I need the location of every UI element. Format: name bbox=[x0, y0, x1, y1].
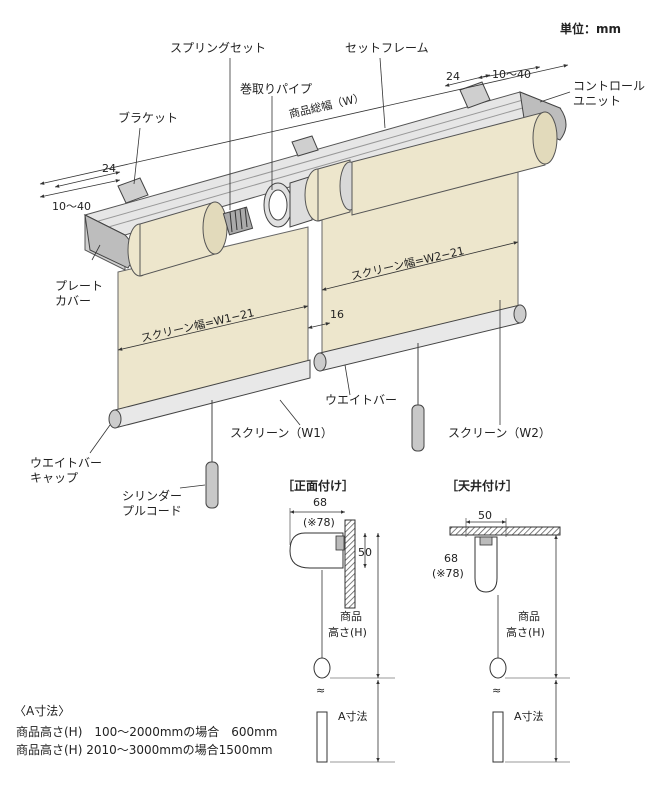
svg-text:≈: ≈ bbox=[492, 684, 501, 697]
label-dim-24-right: 24 bbox=[446, 70, 460, 83]
label-weight-bar: ウエイトバー bbox=[325, 393, 397, 407]
a-dim-note-line1: 商品高さ(H) 100〜2000mmの場合 600mm bbox=[16, 724, 278, 739]
label-dim-24-left: 24 bbox=[102, 162, 116, 175]
main-assembly bbox=[39, 57, 571, 509]
ceiling-mount-width: 50 bbox=[478, 509, 492, 522]
unit-note: 単位：mm bbox=[560, 21, 621, 36]
ceiling-mount-a-dim: A寸法 bbox=[514, 709, 544, 723]
front-mount-height: 50 bbox=[358, 546, 372, 559]
front-mount-title: ［正面付け］ bbox=[282, 478, 354, 493]
ceiling-mount-title: ［天井付け］ bbox=[446, 478, 518, 493]
front-mount-depth: 68 bbox=[313, 496, 327, 509]
a-dim-note-line2: 商品高さ(H) 2010〜3000mmの場合1500mm bbox=[16, 742, 273, 757]
label-weight-bar-cap-2: キャップ bbox=[30, 471, 78, 485]
pull-cord-left bbox=[205, 400, 219, 509]
label-screen-w2: スクリーン（W2） bbox=[448, 426, 551, 440]
label-screen-w1: スクリーン（W1） bbox=[230, 426, 333, 440]
weight-bar-right bbox=[313, 304, 527, 372]
screen-width-2-dim bbox=[321, 241, 519, 291]
label-dim-10-40-left: 10〜40 bbox=[52, 200, 91, 213]
a-dim-note-title: 〈A寸法〉 bbox=[14, 704, 70, 718]
front-mount-depth-alt: (※78) bbox=[303, 516, 335, 529]
label-plate-cover-1: プレート bbox=[55, 279, 103, 293]
ceiling-mount-product-height-2: 高さ(H) bbox=[506, 625, 545, 639]
label-spring-set: スプリングセット bbox=[170, 41, 266, 55]
ceiling-mount-detail: ≈ bbox=[449, 518, 570, 763]
front-mount-product-height-1: 商品 bbox=[340, 609, 362, 623]
ceiling-mount-depth-alt: (※78) bbox=[432, 567, 464, 580]
label-bracket: ブラケット bbox=[118, 110, 178, 125]
spring-set bbox=[222, 206, 254, 236]
pull-cord-right bbox=[411, 343, 425, 452]
label-gap-16: 16 bbox=[330, 308, 344, 321]
label-control-unit-1: コントロール bbox=[573, 79, 645, 93]
label-cylinder-1: シリンダー bbox=[122, 488, 182, 503]
ceiling-mount-depth: 68 bbox=[444, 552, 458, 565]
label-cylinder-2: プルコード bbox=[122, 504, 182, 518]
label-weight-bar-cap-1: ウエイトバー bbox=[30, 456, 102, 470]
screen-width-1-dim bbox=[117, 305, 309, 351]
label-dim-10-40-right: 10〜40 bbox=[492, 68, 531, 81]
front-mount-detail: ≈ bbox=[289, 508, 395, 763]
front-mount-a-dim: A寸法 bbox=[338, 709, 368, 723]
label-control-unit-2: ユニット bbox=[573, 94, 621, 108]
ceiling-mount-product-height-1: 商品 bbox=[518, 609, 540, 623]
label-set-frame: セットフレーム bbox=[345, 41, 429, 55]
label-winding-pipe: 巻取りパイプ bbox=[240, 82, 312, 96]
svg-text:≈: ≈ bbox=[316, 684, 325, 697]
label-plate-cover-2: カバー bbox=[55, 294, 91, 308]
weight-bar-left bbox=[108, 359, 311, 429]
front-mount-product-height-2: 高さ(H) bbox=[328, 625, 367, 639]
